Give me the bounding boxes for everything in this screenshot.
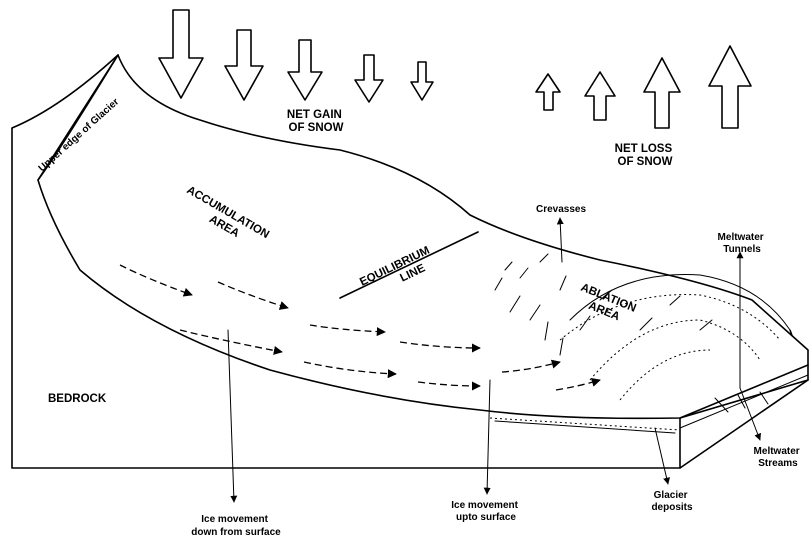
snowfall-down-arrow-icon xyxy=(159,10,203,98)
net-gain-label: NET GAIN OF SNOW xyxy=(287,109,345,134)
melting-up-arrows xyxy=(536,46,751,128)
melting-up-arrow-icon xyxy=(644,58,680,128)
snowfall-down-arrow-icon xyxy=(288,40,322,100)
melting-up-arrow-icon xyxy=(709,46,751,128)
glacier-deposits-label: Glacier deposits xyxy=(651,490,693,513)
ice-down-label: Ice movement down from surface xyxy=(191,514,281,538)
melting-up-arrow-icon xyxy=(536,74,560,110)
ice-up-label: Ice movement upto surface xyxy=(451,500,520,523)
melting-up-arrow-icon xyxy=(585,72,615,120)
meltwater-streams-label: Meltwater Streams xyxy=(754,446,803,469)
snowfall-down-arrow-icon xyxy=(355,55,383,102)
snowfall-down-arrows xyxy=(159,10,433,102)
snowfall-down-arrow-icon xyxy=(225,30,263,100)
crevasses-label: Crevasses xyxy=(536,204,586,215)
snowfall-down-arrow-icon xyxy=(411,62,433,100)
meltwater-tunnels-label: Meltwater Tunnels xyxy=(718,232,767,255)
bedrock-label: BEDROCK xyxy=(48,393,107,405)
net-loss-label: NET LOSS OF SNOW xyxy=(615,143,676,168)
